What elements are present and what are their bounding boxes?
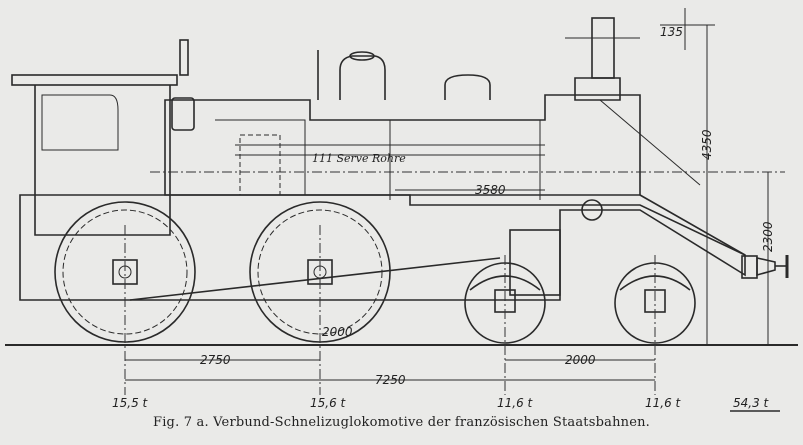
domes <box>179 39 491 100</box>
cab <box>11 74 195 236</box>
axle-load-4: 11,6 t <box>645 396 682 410</box>
dim-boiler-center-height: 2300 <box>761 221 775 252</box>
dim-wheelbase-driving: 2750 <box>200 353 231 367</box>
dimension-lines <box>125 8 769 381</box>
frame <box>19 99 789 301</box>
total-weight: 54,3 t <box>733 396 770 410</box>
bogie-wheel-front <box>469 262 696 344</box>
axle-load-3: 11,6 t <box>497 396 534 410</box>
axle-load-2: 15,6 t <box>310 396 347 410</box>
dim-wheelbase-total: 7250 <box>375 373 406 387</box>
dim-chimney-top: 135 <box>660 25 683 39</box>
axle-load-1: 15,5 t <box>112 396 149 410</box>
boiler <box>150 94 785 200</box>
chimney <box>565 17 640 101</box>
dim-wheel-diameter: 2000 <box>322 325 353 339</box>
dim-boiler-length: 3580 <box>475 183 506 197</box>
axle-centerlines <box>124 225 656 395</box>
dim-height-total: 4350 <box>700 129 714 160</box>
tube-label: 111 Serve Rohre <box>312 152 406 165</box>
figure-caption: Fig. 7 a. Verbund-Schnelizuglokomotive d… <box>152 415 651 430</box>
dim-bogie-wheelbase: 2000 <box>565 353 596 367</box>
